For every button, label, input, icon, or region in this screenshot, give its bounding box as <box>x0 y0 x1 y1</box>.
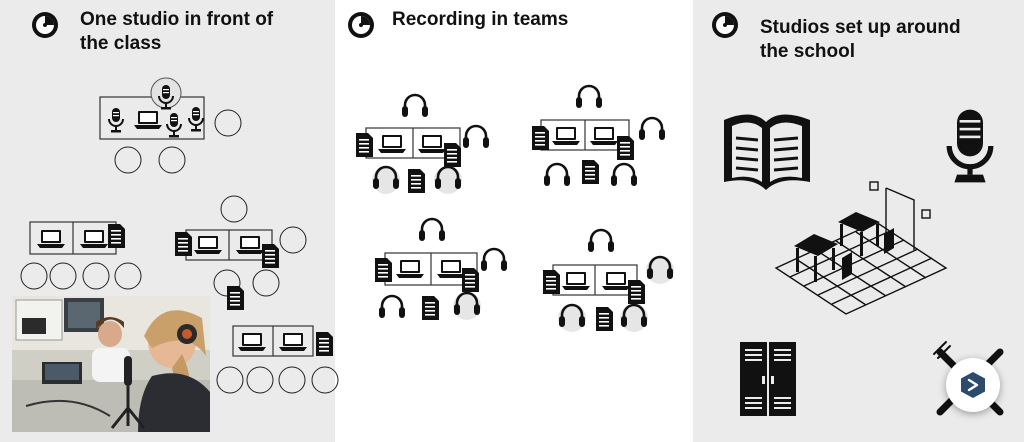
panel-recording-teams <box>335 0 693 442</box>
microphone-icon <box>166 112 182 139</box>
panel-title-recording-teams: Recording in teams <box>392 9 569 30</box>
microphone-icon <box>188 106 204 133</box>
team-table-left <box>20 221 142 290</box>
central-studio <box>99 77 242 174</box>
students-recording-photo <box>12 296 210 432</box>
team-table-bottom <box>216 325 339 394</box>
team-pod-3 <box>375 217 509 320</box>
clock-icon <box>32 12 58 38</box>
laptop-icon <box>134 111 162 129</box>
microphone-icon <box>946 109 994 183</box>
book-icon <box>724 114 810 190</box>
clock-icon <box>712 12 738 38</box>
panel-title-one-studio: One studio in front of the class <box>80 9 274 54</box>
team-pod-4 <box>543 228 675 332</box>
team-pod-1 <box>356 93 491 194</box>
team-table-middle <box>175 195 307 310</box>
panel-title-studios-around-school: Studios set up around the school <box>760 17 961 62</box>
microphone-icon <box>108 107 124 134</box>
assistant-button[interactable] <box>946 358 1000 412</box>
team-pod-2 <box>532 84 667 188</box>
lockers-icon <box>740 342 796 416</box>
assistant-icon <box>961 372 985 398</box>
desk-icon <box>794 212 894 282</box>
clock-icon <box>348 12 374 38</box>
